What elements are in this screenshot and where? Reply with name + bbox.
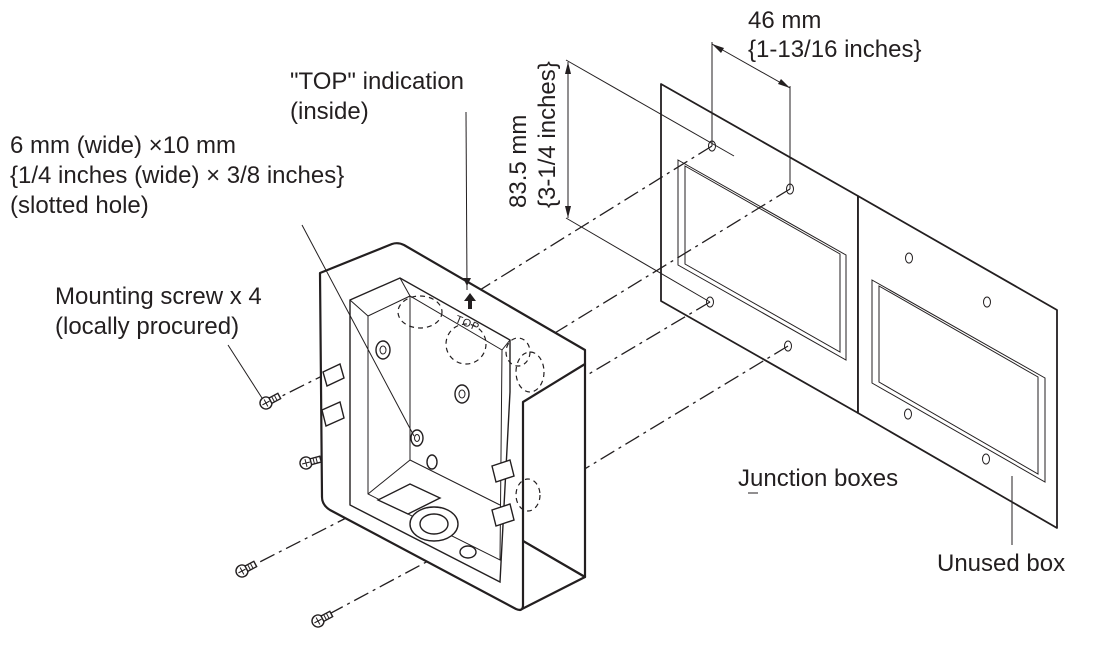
top-arrow-icon (464, 293, 476, 309)
dim-width-in-label: {1-13/16 inches} (748, 36, 921, 63)
junction-boxes-plate (660, 83, 859, 414)
unused-box-plate (857, 195, 1058, 529)
slot-label-2: {1/4 inches (wide) × 3/8 inches} (10, 162, 344, 189)
dim-height-in-label: {3-1/4 inches} (534, 61, 561, 208)
mounting-screw-icon (311, 610, 334, 628)
mounting-screw-icon (299, 455, 323, 470)
dim-width-mm-label: 46 mm (748, 7, 821, 34)
slot-label-3: (slotted hole) (10, 192, 149, 219)
width-dimension (711, 42, 791, 189)
height-dimension (565, 59, 735, 303)
dim-height-mm-label: 83.5 mm (505, 115, 532, 208)
mounting-box (318, 242, 587, 612)
screw-label-2: (locally procured) (55, 313, 239, 340)
top-indication-label-2: (inside) (290, 98, 369, 125)
junction-boxes-label: Junction boxes (738, 465, 898, 492)
screw-label-1: Mounting screw x 4 (55, 283, 262, 310)
unused-box-label: Unused box (937, 550, 1065, 577)
slot-label-1: 6 mm (wide) ×10 mm (10, 132, 236, 159)
leader-lines (227, 111, 1013, 545)
mounting-screw-icon (259, 392, 282, 410)
top-indication-label-1: "TOP" indication (290, 68, 464, 95)
mounting-screw-icon (235, 560, 258, 578)
